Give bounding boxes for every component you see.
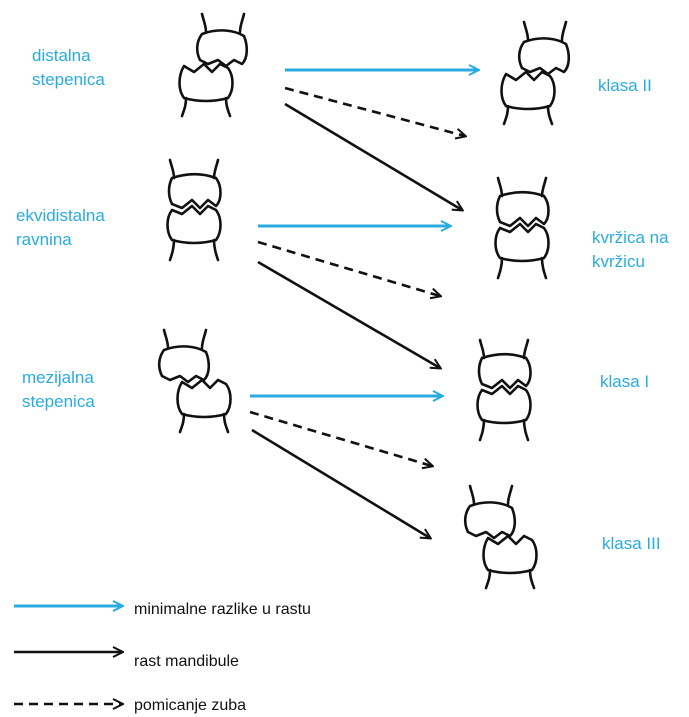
label-kvrzica-na-kvrzicu: kvržica na kvržicu xyxy=(592,228,669,271)
molar-distal-step xyxy=(178,12,249,118)
arrow-mesial-tooth-movement xyxy=(249,410,432,466)
label-ekvidistalna-ravnina: ekvidistalna ravnina xyxy=(16,206,105,249)
legend-text-tooth-movement: pomicanje zuba xyxy=(134,697,247,714)
label-klasa-i: klasa I xyxy=(600,372,650,391)
legend-text-mandible-growth: rast mandibule xyxy=(134,653,239,670)
label-distalna-stepenica: distalna stepenica xyxy=(32,46,105,89)
arrow-mesial-mandible-growth xyxy=(251,428,430,538)
label-klasa-iii: klasa III xyxy=(602,534,661,553)
arrow-flush-mandible-growth xyxy=(257,260,440,368)
label-mezijalna-stepenica: mezijalna stepenica xyxy=(22,368,95,411)
molar-flush-terminal-plane xyxy=(166,158,222,262)
molar-class-i xyxy=(476,338,532,442)
legend-text-minimal-growth: minimalne razlike u rastu xyxy=(134,601,311,618)
molar-class-ii xyxy=(500,20,571,126)
molar-cusp-to-cusp xyxy=(494,176,550,280)
arrow-flush-tooth-movement xyxy=(257,240,440,296)
arrow-distal-mandible-growth xyxy=(284,102,462,210)
arrow-distal-tooth-movement xyxy=(284,86,465,136)
molar-mesial-step xyxy=(157,328,232,434)
label-klasa-ii: klasa II xyxy=(598,76,652,95)
molar-class-iii xyxy=(463,484,538,590)
